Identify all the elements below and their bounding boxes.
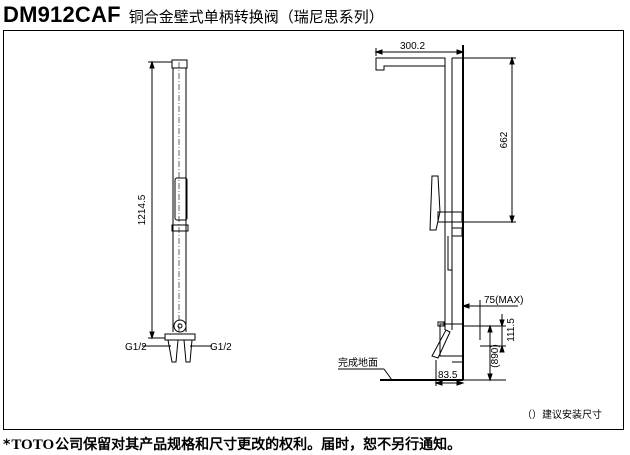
dim-total-height: 1214.5 xyxy=(137,194,148,225)
floor-label: 完成地面 xyxy=(338,356,378,369)
model-number: DM912CAF xyxy=(3,2,121,27)
hand-shower-front xyxy=(174,177,188,221)
thread-label-right: G1/2 xyxy=(210,342,232,353)
brand-name: TOTO xyxy=(11,437,55,453)
footer-notice: * TOTO 公司保留对其产品规格和尺寸更改的权利。届时，恕不另行通知。 xyxy=(3,434,461,454)
dim-spout-reach: 300.2 xyxy=(400,41,425,52)
spout xyxy=(375,57,446,71)
thread-label-left: G1/2 xyxy=(125,342,147,353)
dim-base: 83.5 xyxy=(438,370,458,381)
drawing-frame xyxy=(3,30,624,430)
title-row: DM912CAF 铜合金壁式单柄转换阀（瑞尼思系列） xyxy=(3,2,384,28)
dim-offset: 75(MAX) xyxy=(484,295,523,306)
footer-text: 公司保留对其产品规格和尺寸更改的权利。届时，恕不另行通知。 xyxy=(55,437,462,453)
dim-inlet: 111.5 xyxy=(506,318,517,342)
mixer-knob-front xyxy=(173,319,187,333)
footer-asterisk: * xyxy=(3,437,11,453)
mixer-body-side xyxy=(439,323,464,357)
dim-upper: 662 xyxy=(499,131,510,148)
front-view xyxy=(142,59,212,363)
dim-floor: (890) xyxy=(490,344,501,367)
shower-head-front xyxy=(171,59,188,69)
legend-note: （）建议安装尺寸 xyxy=(522,408,602,421)
product-name: 铜合金壁式单柄转换阀（瑞尼思系列） xyxy=(128,8,384,26)
side-view xyxy=(338,45,518,386)
